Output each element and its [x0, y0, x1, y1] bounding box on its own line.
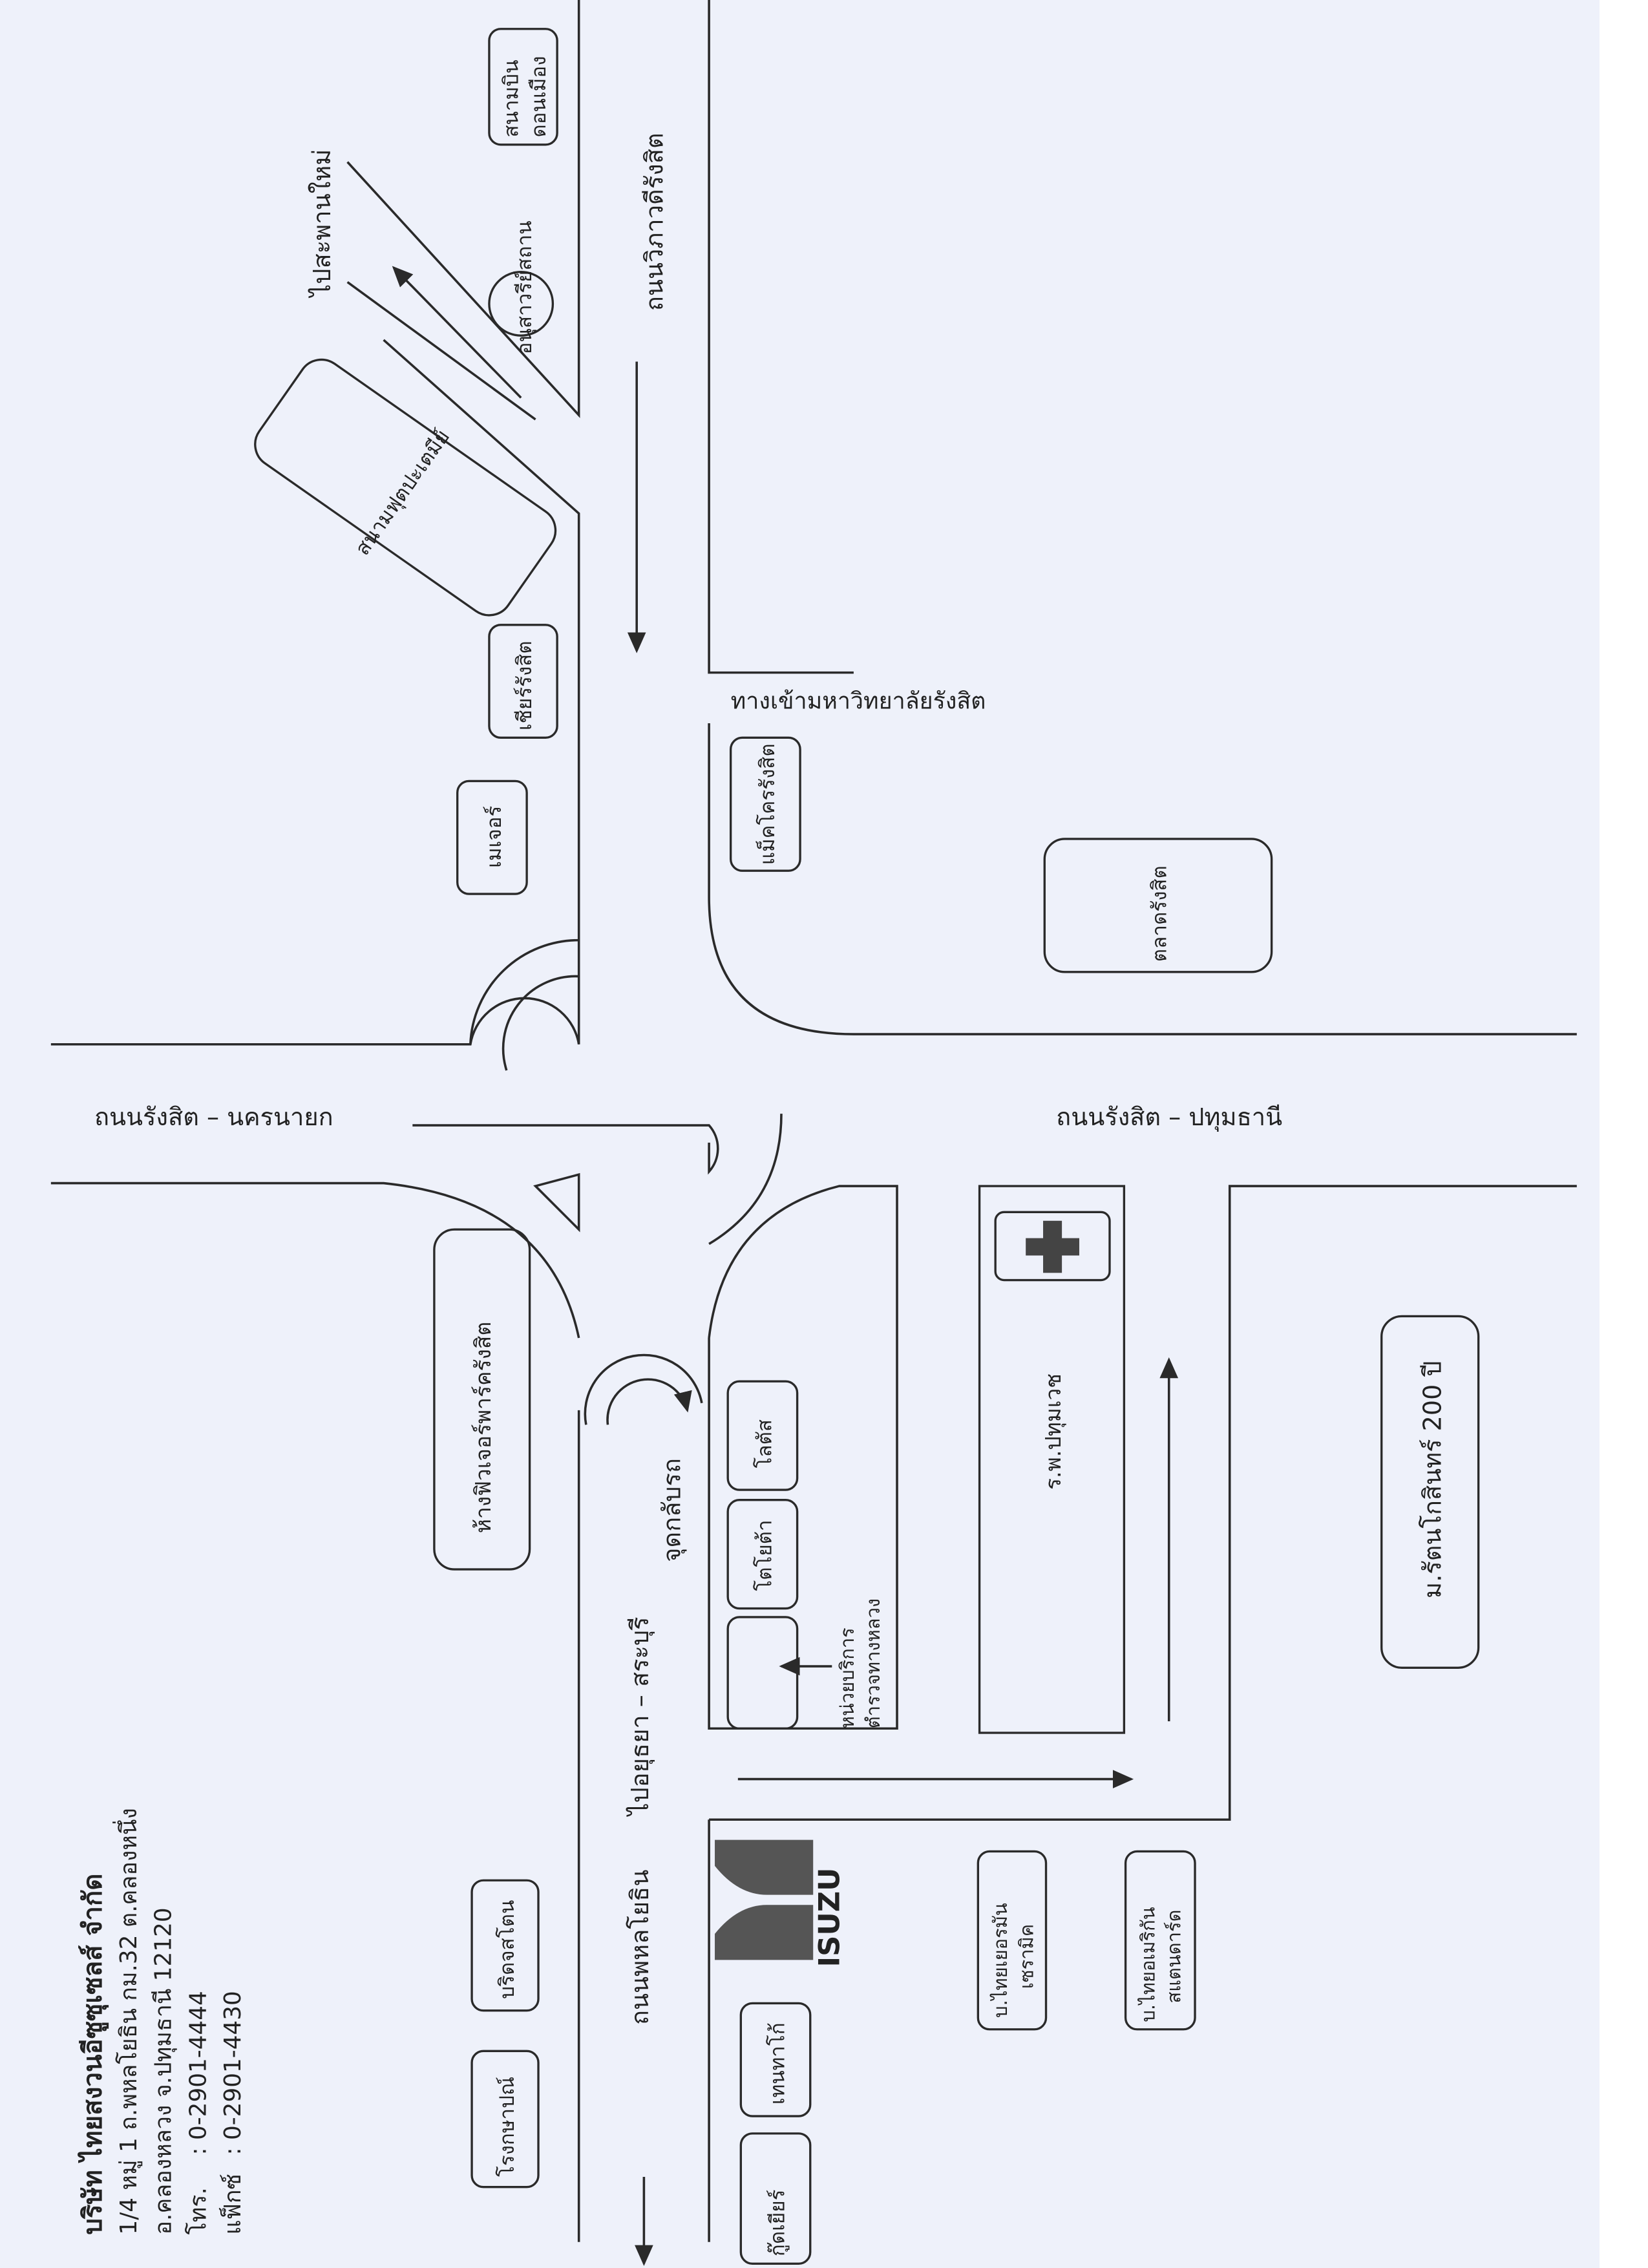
svg-text:เชียร์รังสิต: เชียร์รังสิต — [513, 641, 536, 730]
svg-text:บริดจสโตน: บริดจสโตน — [495, 1900, 519, 1999]
fax-label: แฟ็กซ์ — [218, 2174, 246, 2234]
svg-text:โลตัส: โลตัส — [752, 1419, 776, 1468]
svg-text:สแตนดาร์ด: สแตนดาร์ด — [1163, 1909, 1185, 2003]
svg-text:เมเจอร์: เมเจอร์ — [483, 806, 506, 868]
svg-text:กู๊ดเยียร์: กู๊ดเยียร์ — [766, 2190, 789, 2257]
landmark-future-park: ห้างฟิวเจอร์พาร์ครังสิต — [433, 1228, 531, 1571]
landmark-don-mueang: สนามบิน ดอนเมือง — [488, 28, 558, 146]
svg-text:ม.รัตนโกสินทร์ 200 ปี: ม.รัตนโกสินทร์ 200 ปี — [1418, 1361, 1446, 1598]
road-label-phahonyothin: ถนนพหลโยธิน — [626, 1870, 654, 2025]
company-address-1: 1/4 หมู่ 1 ถ.พหลโยธิน กม.32 ต.คลองหนึ่ง — [112, 1808, 142, 2234]
svg-text:ตลาดรังสิต: ตลาดรังสิต — [1148, 865, 1171, 962]
direction-arrow — [392, 266, 522, 399]
svg-text:สนามบิน: สนามบิน — [500, 60, 523, 138]
university-entrance-label: ทางเข้ามหาวิทยาลัยรังสิต — [731, 688, 986, 715]
svg-text:ห้างฟิวเจอร์พาร์ครังสิต: ห้างฟิวเจอร์พาร์ครังสิต — [470, 1322, 496, 1533]
svg-text:ISUZU: ISUZU — [812, 1868, 846, 1967]
phone-number: : 0-2901-4444 — [185, 1991, 211, 2155]
phone-label: โทร. — [184, 2187, 211, 2234]
landmark-cheer-rangsit: เชียร์รังสิต — [488, 624, 558, 739]
company-name: บริษัท ไทยสงวนอีซูซุเซลส์ จำกัด — [78, 1874, 109, 2235]
landmark-goodyear: กู๊ดเยียร์ — [739, 2132, 812, 2265]
landmark-toyota: โตโยต้า — [726, 1499, 799, 1610]
fax-number: : 0-2901-4430 — [220, 1991, 246, 2155]
company-info: บริษัท ไทยสงวนอีซูซุเซลส์ จำกัด 1/4 หมู่… — [78, 1808, 246, 2234]
svg-text:แม็คโครรังสิต: แม็คโครรังสิต — [755, 743, 779, 865]
company-address-2: อ.คลองหลวง จ.ปทุมธานี 12120 — [151, 1907, 177, 2234]
svg-text:บ.ไทยอเมริกัน: บ.ไทยอเมริกัน — [1137, 1907, 1159, 2022]
police-label-1: หน่วยบริการ — [836, 1627, 858, 1728]
hospital-label: ร.พ.ปทุมเวช — [1041, 1373, 1066, 1490]
hospital-cross-icon — [994, 1211, 1111, 1282]
landmark-stadium: สนามฟุตปะเตมีย์ — [254, 358, 557, 617]
scan-edge — [1600, 0, 1648, 2268]
to-ayutthaya-label: ไปอยุธยา – สระบุรี — [626, 1616, 655, 1817]
landmark-major: เมเจอร์ — [456, 779, 528, 895]
landmark-mint: โรงกษาปณ์ — [470, 2050, 540, 2189]
u-turn-label: จุดกลับรถ — [657, 1458, 686, 1562]
police-label-2: ตำรวจทางหลวง — [862, 1598, 884, 1728]
svg-text:อนุสาวรีย์สถาน: อนุสาวรีย์สถาน — [513, 220, 537, 354]
road-label-rangsit-nakhonnayok: ถนนรังสิต – นครนายก — [94, 1103, 333, 1131]
svg-text:เซรามิค: เซรามิค — [1015, 1924, 1037, 1989]
to-saphan-mai-label: ไปสะพานใหม่ — [308, 149, 336, 299]
landmark-thai-german: บ.ไทยเยอรมัน เซรามิค — [977, 1850, 1048, 2031]
svg-text:เทนทาโก้: เทนทาโก้ — [765, 2022, 789, 2104]
landmark-makro: แม็คโครรังสิต — [729, 736, 801, 872]
landmark-university: ม.รัตนโกสินทร์ 200 ปี — [1380, 1315, 1480, 1669]
landmark-monument: อนุสาวรีย์สถาน — [488, 220, 555, 354]
svg-text:ดอนเมือง: ดอนเมือง — [527, 56, 551, 138]
landmark-talad-rangsit: ตลาดรังสิต — [1043, 838, 1273, 973]
svg-text:โรงกษาปณ์: โรงกษาปณ์ — [495, 2077, 519, 2177]
svg-text:โตโยต้า: โตโยต้า — [752, 1520, 776, 1591]
police-box — [726, 1616, 799, 1730]
svg-text:บ.ไทยเยอรมัน: บ.ไทยเยอรมัน — [989, 1903, 1011, 2018]
road-lines — [50, 0, 1577, 2242]
landmark-tentaco: เทนทาโก้ — [739, 2002, 812, 2117]
svg-text:สนามฟุตปะเตมีย์: สนามฟุตปะเตมีย์ — [351, 426, 455, 560]
landmark-thai-american: บ.ไทยอเมริกัน สแตนดาร์ด — [1124, 1850, 1196, 2031]
landmark-lotus: โลตัส — [726, 1380, 799, 1491]
landmark-bridgestone: บริดจสโตน — [470, 1879, 540, 2012]
road-label-rangsit-pathumthani: ถนนรังสิต – ปทุมธานี — [1056, 1103, 1282, 1132]
road-label-vibhavadi: ถนนวิภาวดีรังสิต — [640, 132, 668, 311]
isuzu-logo: ISUZU — [715, 1839, 846, 1967]
